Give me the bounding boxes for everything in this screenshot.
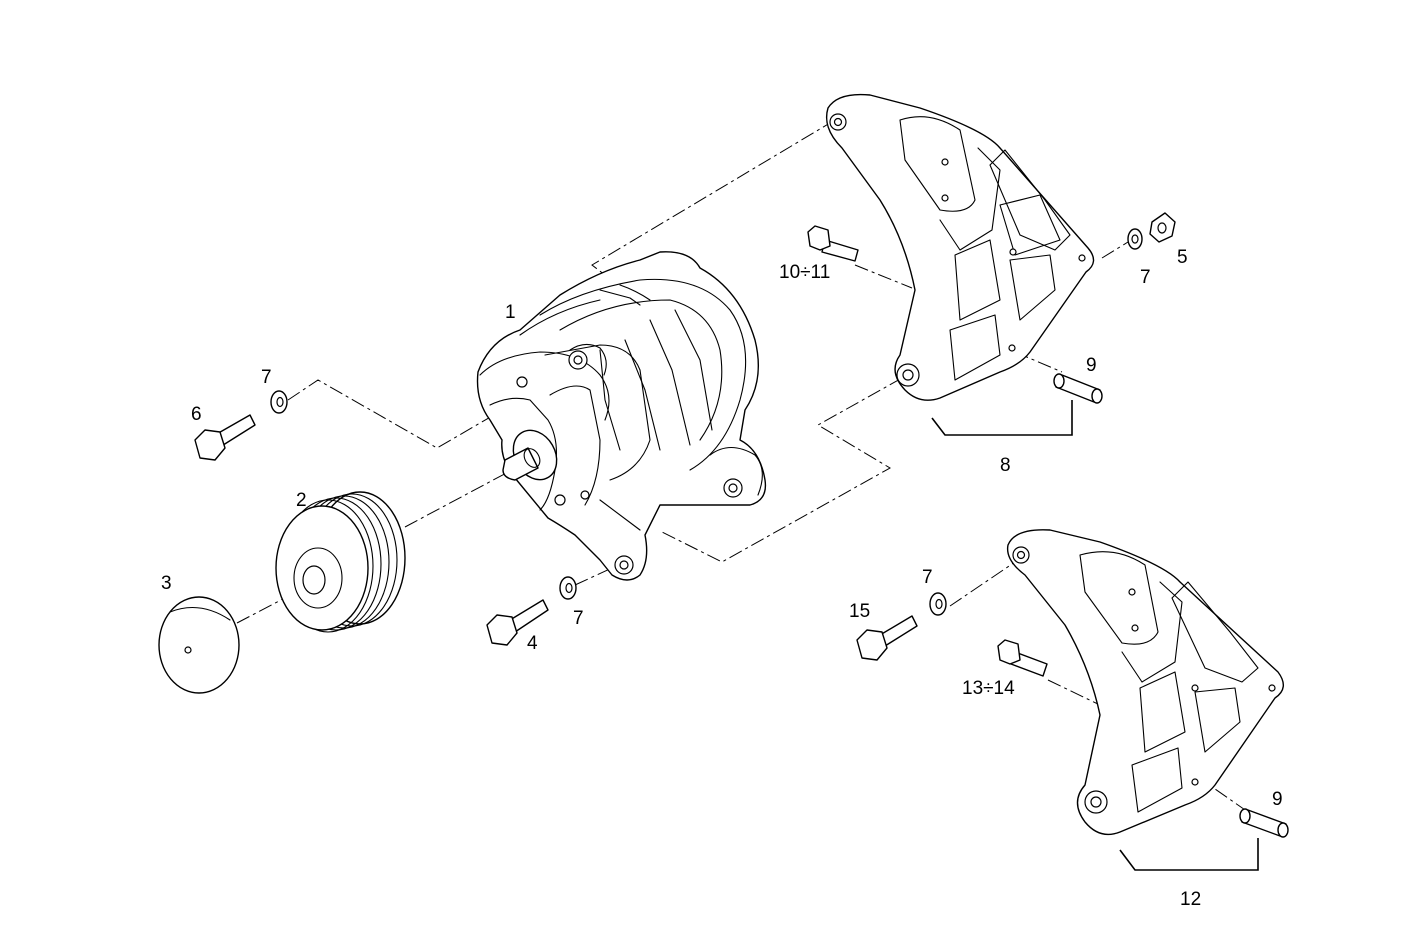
bolt-6[interactable]: [194, 414, 256, 461]
label-2: 2: [296, 490, 307, 511]
label-3: 3: [161, 573, 172, 594]
washer-7-lower-alternator[interactable]: [559, 576, 577, 600]
bushing-9-lower[interactable]: [1239, 808, 1289, 838]
washer-7-lower-bracket[interactable]: [929, 592, 947, 616]
upper-bracket[interactable]: [825, 93, 1095, 401]
label-5: 5: [1177, 247, 1188, 268]
label-7-lower-bracket: 7: [922, 567, 933, 588]
label-9-upper: 9: [1086, 355, 1097, 376]
label-7-lower-alternator: 7: [573, 608, 584, 629]
label-13-14: 13÷14: [962, 678, 1015, 699]
bolt-4[interactable]: [486, 599, 549, 646]
washer-7-upper-right[interactable]: [1127, 228, 1143, 250]
label-1: 1: [505, 302, 516, 323]
bracket-line-8: [931, 400, 1073, 436]
label-7-upper-right: 7: [1140, 267, 1151, 288]
bracket-line-12: [1119, 838, 1259, 871]
bolt-10-11[interactable]: [807, 225, 859, 262]
washer-7-upper-left[interactable]: [270, 390, 288, 414]
label-6: 6: [191, 404, 202, 425]
label-7-upper-left: 7: [261, 367, 272, 388]
bolt-15[interactable]: [856, 615, 918, 661]
bushing-9-upper[interactable]: [1053, 373, 1103, 404]
label-12: 12: [1180, 889, 1201, 910]
pulley[interactable]: [275, 491, 406, 633]
label-9-lower: 9: [1272, 789, 1283, 810]
callout-labels: 1 2 3 4 5 6 7 7 7 7 8 9 9 10÷11 12 13÷14…: [161, 247, 1283, 910]
lower-bracket[interactable]: [1006, 529, 1284, 836]
label-8: 8: [1000, 455, 1011, 476]
nut-5[interactable]: [1149, 212, 1176, 243]
alternator[interactable]: [476, 251, 767, 581]
label-15: 15: [849, 601, 870, 622]
pulley-cover[interactable]: [158, 596, 240, 694]
label-4: 4: [527, 633, 538, 654]
label-10-11: 10÷11: [779, 262, 830, 283]
bolt-13-14[interactable]: [997, 639, 1048, 677]
